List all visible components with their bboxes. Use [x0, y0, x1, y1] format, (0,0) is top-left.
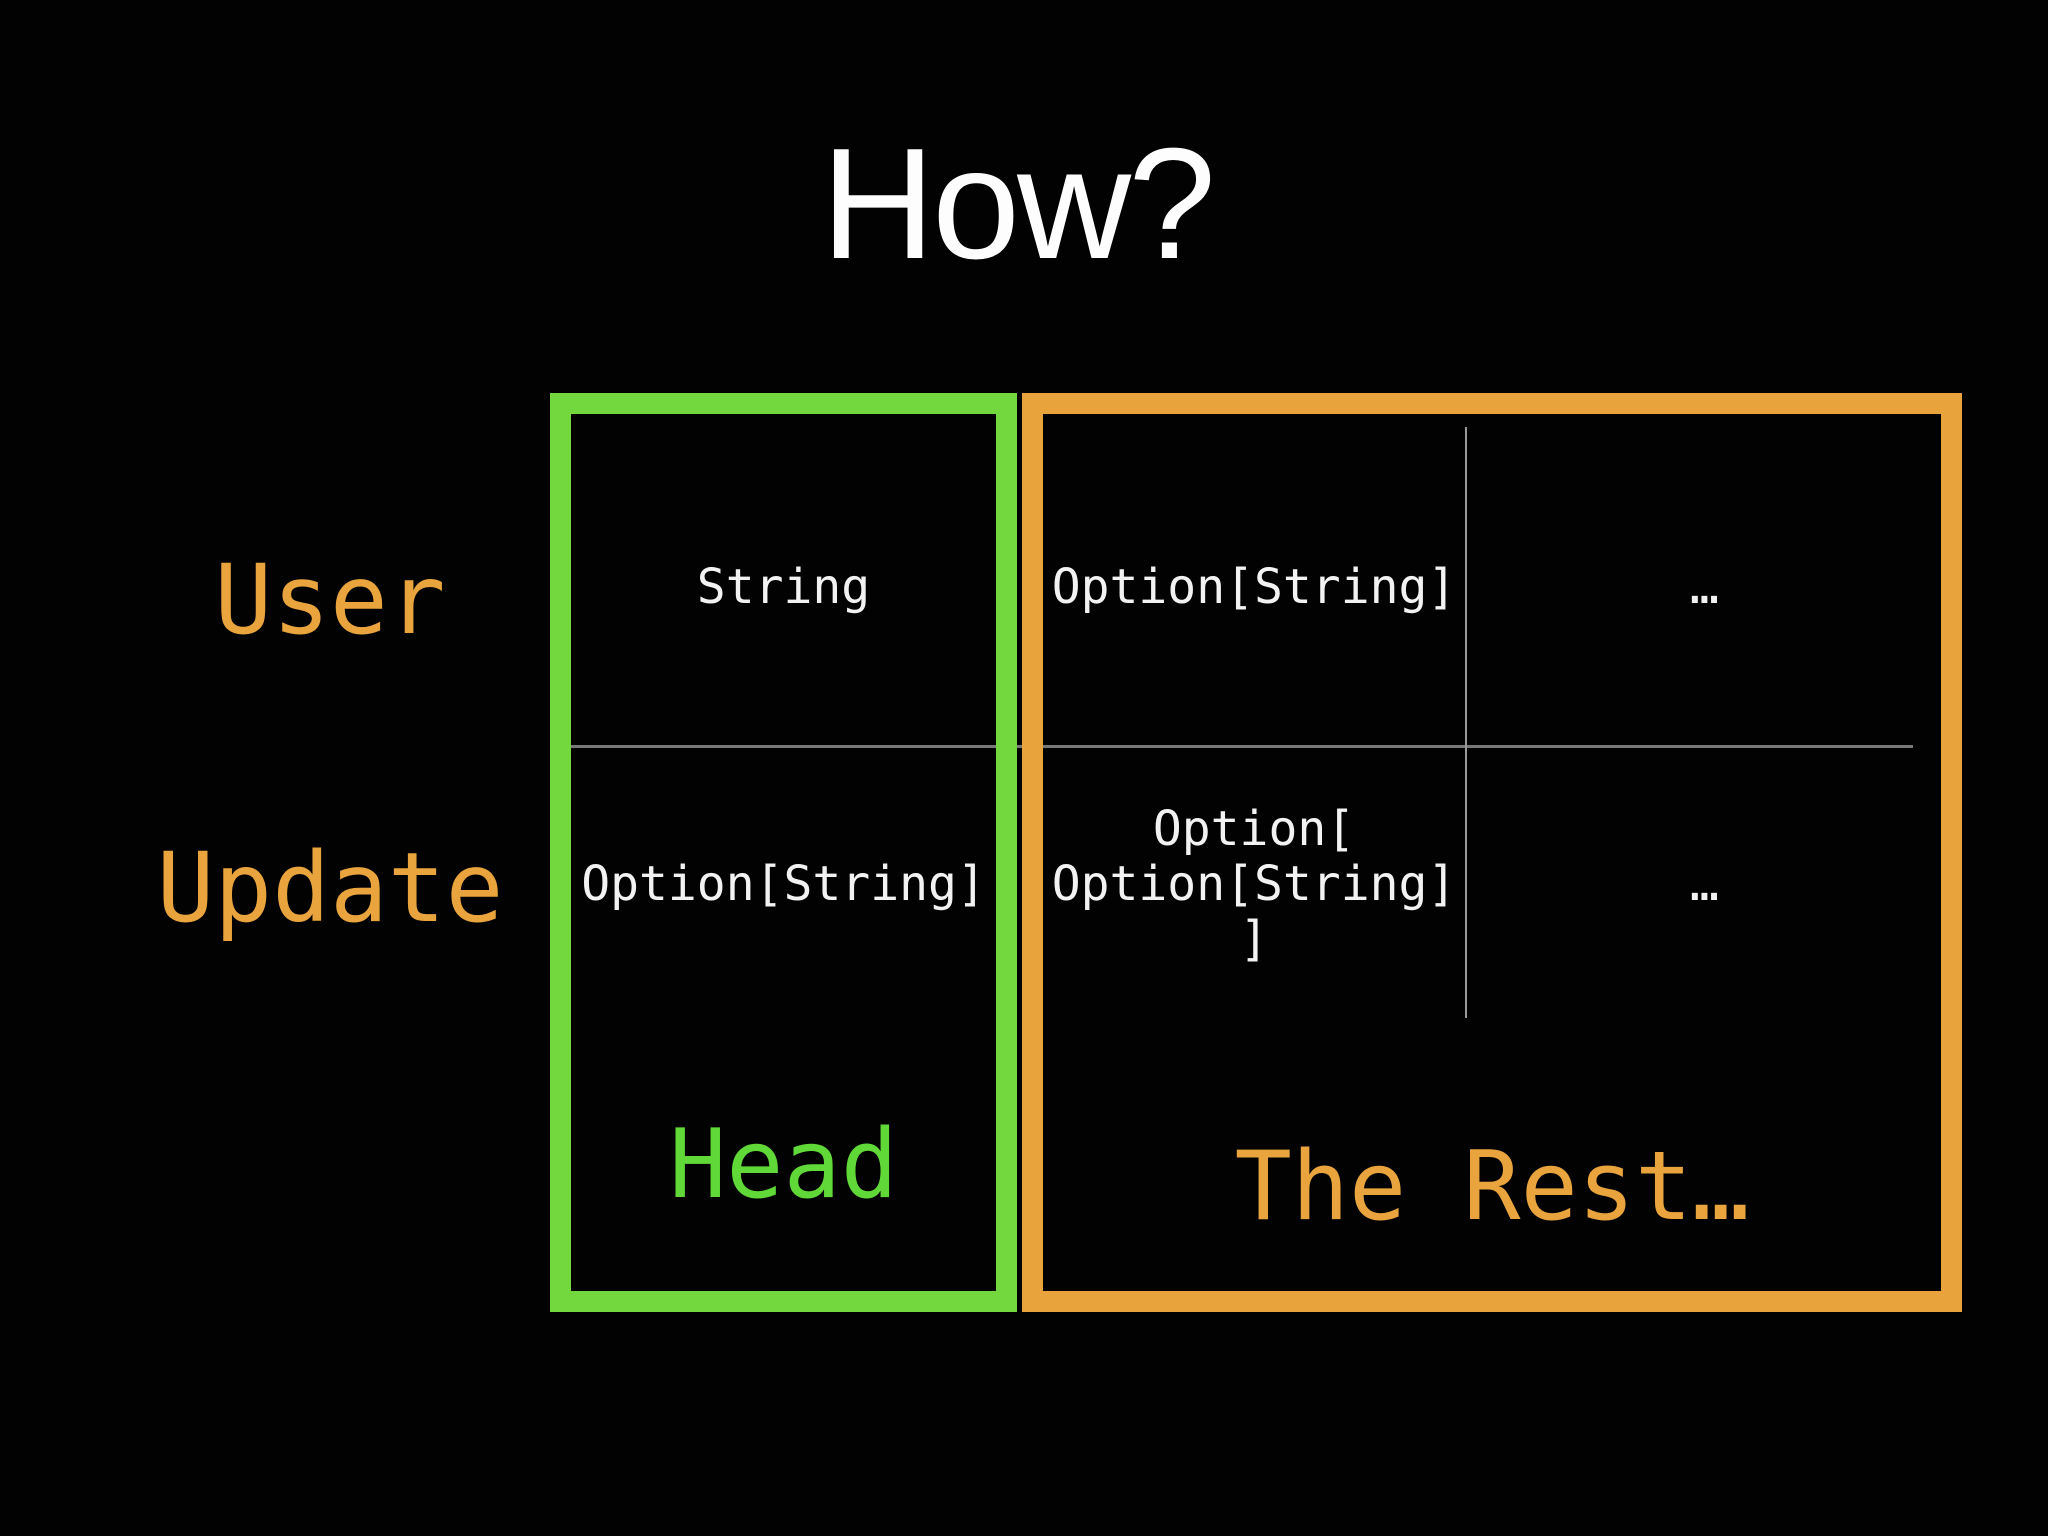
row-label-user: User [214, 544, 446, 656]
rest-box-label: The Rest… [1234, 1132, 1750, 1242]
table-column-divider-line [1465, 427, 1467, 1018]
cell-update-rest-first-line3: ] [1239, 911, 1269, 967]
cell-user-rest-ellipsis: … [1690, 559, 1719, 615]
cell-update-rest-ellipsis: … [1690, 856, 1719, 912]
cell-update-rest-first-line1: Option[ [1152, 801, 1356, 857]
row-label-update: Update [156, 832, 504, 944]
cell-update-rest-first: Option[ Option[String] ] [1043, 802, 1465, 967]
cell-user-rest-first: Option[String] [1051, 559, 1457, 615]
slide-title: How? [821, 116, 1216, 292]
head-box-label: Head [669, 1110, 898, 1220]
head-highlight-box [550, 393, 1017, 1312]
cell-update-head: Option[String] [581, 856, 986, 912]
cell-user-head: String [696, 559, 871, 615]
table-row-divider-line [571, 745, 1913, 748]
cell-update-rest-first-line2: Option[String] [1051, 856, 1457, 912]
rest-highlight-box [1022, 393, 1962, 1312]
